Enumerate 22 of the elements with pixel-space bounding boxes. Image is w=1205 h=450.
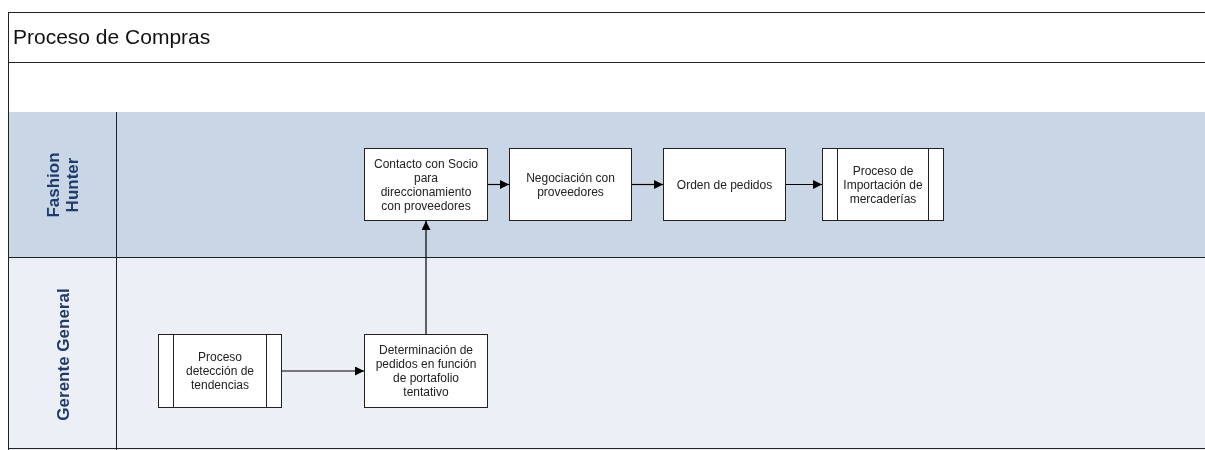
arrow <box>487 180 510 189</box>
box-label: Orden de pedidos <box>676 177 773 192</box>
swimlane <box>8 112 1205 258</box>
subprocess-box <box>158 334 282 408</box>
process-box <box>663 148 786 221</box>
box-label: Proceso de Importación de mercaderías <box>842 163 924 206</box>
process-box <box>364 148 488 221</box>
subprocess-box <box>822 148 944 221</box>
arrow <box>421 220 431 335</box>
arrow <box>631 180 664 189</box>
lane-label: Fashion Hunter <box>43 151 82 220</box>
box-label: Negociación con proveedores <box>525 170 616 199</box>
diagram-title: Proceso de Compras <box>13 25 211 49</box>
lane-label: Gerente General <box>53 286 72 423</box>
box-label: Proceso detección de tendencias <box>184 350 256 392</box>
process-box <box>364 334 488 408</box>
process-box <box>509 148 632 221</box>
arrow <box>785 180 823 189</box>
swimlane <box>8 258 1205 450</box>
box-label: Determinación de pedidos en función de portafolio tentativo <box>374 343 478 399</box>
box-label: Contacto con Socio para direccionamiento con proveedores <box>372 156 480 213</box>
arrow <box>281 366 365 376</box>
